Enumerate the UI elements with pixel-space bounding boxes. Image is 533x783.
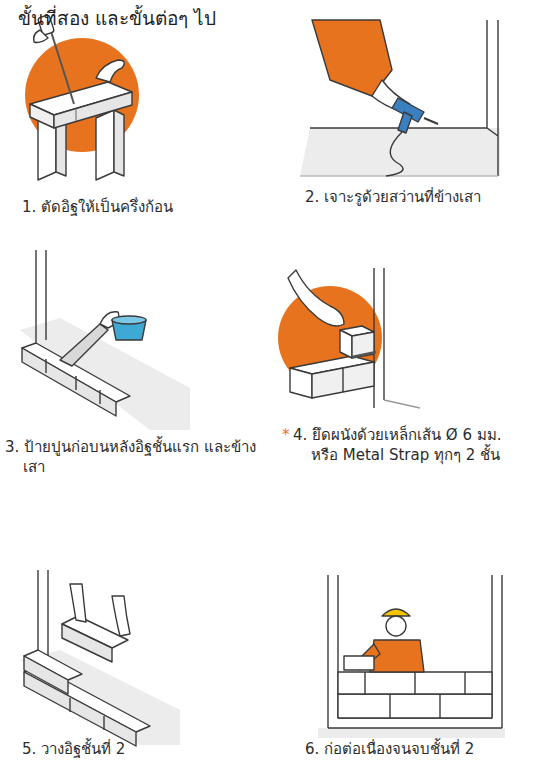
step-caption: 6. ก่อต่อเนื่องจนจบชั้นที่ 2	[305, 740, 529, 760]
strap-picture	[278, 268, 420, 408]
continue-course-picture	[318, 575, 505, 738]
step-caption: 4. ยึดผนังด้วยเหล็กเส้น Ø 6 มม. หรือ Met…	[293, 426, 516, 465]
mortar-picture	[20, 250, 190, 430]
step-caption: 3. ป้ายปูนก่อบนหลังอิฐชั้นแรก และข้างเสา	[5, 438, 268, 477]
step-caption: 2. เจาะรูด้วยสว่านที่ข้างเสา	[305, 188, 529, 208]
step-caption: *	[282, 426, 290, 446]
step-caption: 1. ตัดอิฐให้เป็นครึ่งก้อน	[22, 198, 242, 218]
page-title: ขั้นที่สอง และขั้นต่อๆ ไป	[18, 6, 216, 31]
step-caption: 5. วางอิฐชั้นที่ 2	[22, 740, 242, 760]
drill-picture	[300, 20, 500, 176]
cut-brick-picture	[25, 15, 139, 180]
second-course-picture	[20, 570, 180, 746]
